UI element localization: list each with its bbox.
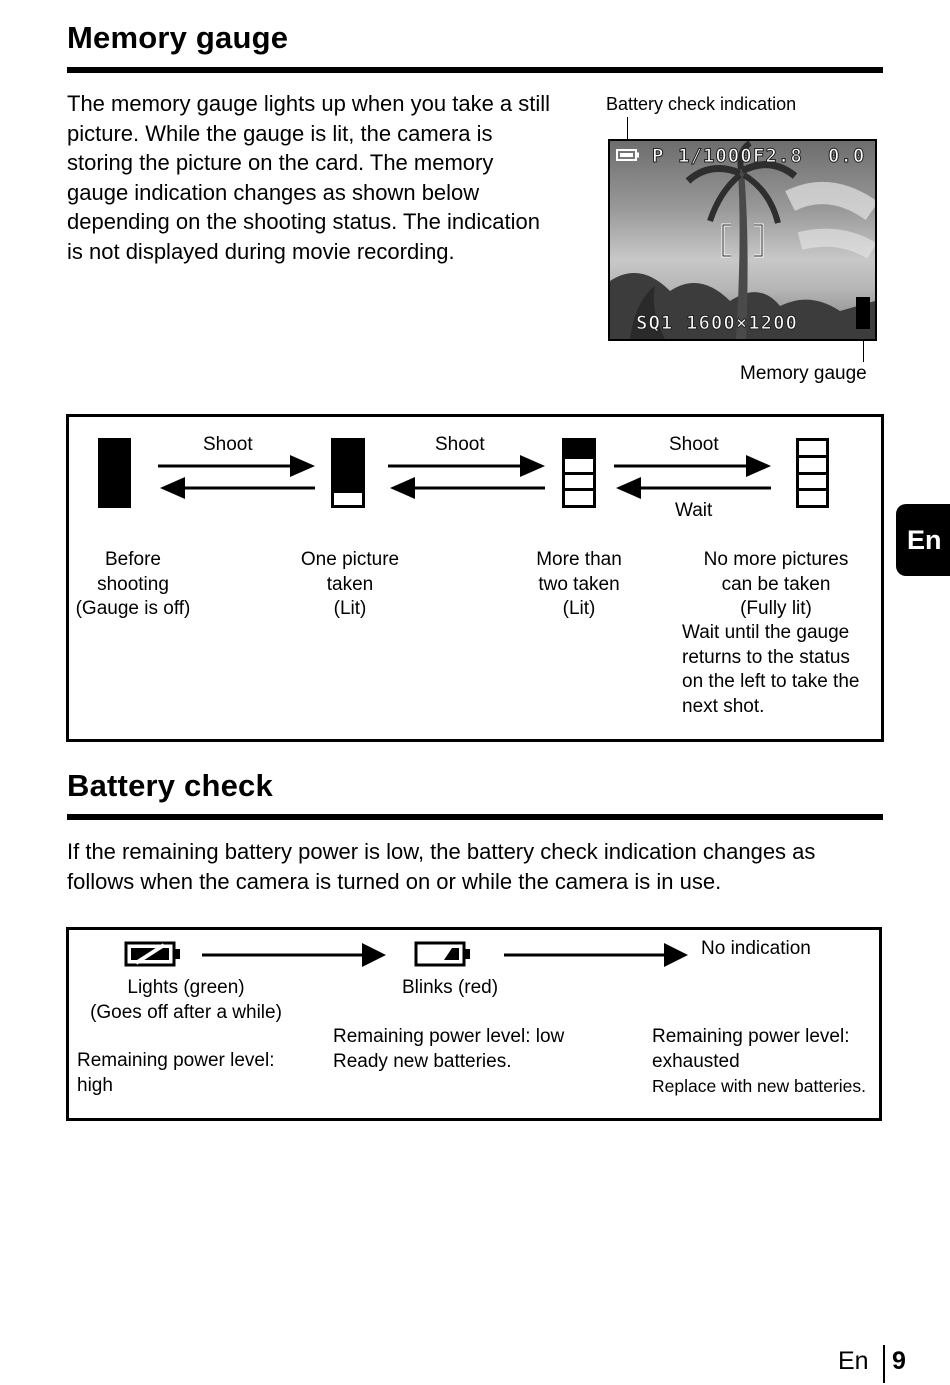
battery-state2-level: Remaining power level: low Ready new bat… <box>333 1025 564 1074</box>
paragraph-line: The memory gauge lights up when you take… <box>67 89 597 119</box>
paragraph-line: If the remaining battery power is low, t… <box>67 837 887 867</box>
battery-check-heading: Battery check <box>67 768 273 804</box>
memory-gauge-icon-one <box>331 438 365 508</box>
page-number: 9 <box>892 1347 906 1376</box>
memory-gauge-icon-full <box>796 438 829 508</box>
caption-line: (Gauge is off) <box>68 597 198 622</box>
paragraph-line: gauge indication changes as shown below <box>67 178 597 208</box>
footer-lang: En <box>838 1347 869 1376</box>
memory-gauge-callout: Memory gauge <box>740 362 867 387</box>
state-one-caption: One picture taken (Lit) <box>285 548 415 622</box>
memory-gauge-icon-two <box>562 438 596 508</box>
arrow-right-2 <box>502 941 692 969</box>
arrow-pair-2 <box>385 452 550 502</box>
note-line: next shot. <box>682 695 877 720</box>
lcd-exposure: 0.0 <box>828 145 865 167</box>
battery-state1-status: Lights (green) (Goes off after a while) <box>70 976 302 1025</box>
heading-rule <box>67 67 883 73</box>
status-line: (Goes off after a while) <box>70 1001 302 1026</box>
paragraph-line: storing the picture on the card. The mem… <box>67 148 597 178</box>
language-side-tab: En <box>896 504 950 576</box>
shoot-label-3: Shoot <box>669 433 719 458</box>
paragraph-line: follows when the camera is turned on or … <box>67 867 887 897</box>
caption-line: can be taken <box>686 573 866 598</box>
level-line: high <box>77 1074 275 1099</box>
lcd-resolution: 1600×1200 <box>686 312 798 334</box>
memory-gauge-paragraph: The memory gauge lights up when you take… <box>67 89 597 266</box>
lcd-memory-gauge-icon <box>856 297 870 329</box>
arrow-pair-1 <box>155 452 320 502</box>
no-indication-label: No indication <box>701 937 811 962</box>
lcd-shutter: 1/1000 <box>678 145 753 167</box>
level-line: Remaining power level: low <box>333 1025 564 1050</box>
level-line: exhausted <box>652 1050 866 1075</box>
level-line: Remaining power level: <box>652 1025 866 1050</box>
lcd-mode: P <box>652 145 664 167</box>
heading-rule <box>67 814 883 820</box>
shoot-label-1: Shoot <box>203 433 253 458</box>
battery-check-callout: Battery check indication <box>606 92 796 117</box>
caption-line: No more pictures <box>686 548 866 573</box>
caption-line: taken <box>285 573 415 598</box>
memory-gauge-heading: Memory gauge <box>67 20 288 56</box>
note-line: on the left to take the <box>682 670 877 695</box>
lcd-quality: SQ1 <box>636 312 673 334</box>
state-before-caption: Before shooting (Gauge is off) <box>68 548 198 622</box>
caption-line: More than <box>514 548 644 573</box>
battery-full-icon <box>616 149 640 161</box>
status-line: Lights (green) <box>70 976 302 1001</box>
state-two-caption: More than two taken (Lit) <box>514 548 644 622</box>
wait-label: Wait <box>675 499 712 524</box>
lcd-aperture: F2.8 <box>753 145 803 167</box>
caption-line: (Lit) <box>285 597 415 622</box>
memory-callout-line <box>863 340 864 362</box>
caption-line: (Lit) <box>514 597 644 622</box>
battery-state3-level: Remaining power level: exhausted Replace… <box>652 1025 866 1099</box>
battery-state1-level: Remaining power level: high <box>77 1049 275 1098</box>
caption-line: shooting <box>68 573 198 598</box>
arrow-pair-3 <box>611 452 776 502</box>
palm-tree-photo <box>610 141 875 339</box>
memory-gauge-icon-off <box>98 438 131 508</box>
battery-low-icon <box>414 941 472 967</box>
battery-check-paragraph: If the remaining battery power is low, t… <box>67 837 887 896</box>
note-line: returns to the status <box>682 646 877 671</box>
camera-lcd-screen: P 1/1000 F2.8 0.0 SQ1 1600×1200 <box>608 139 877 341</box>
paragraph-line: picture. While the gauge is lit, the cam… <box>67 119 597 149</box>
shoot-label-2: Shoot <box>435 433 485 458</box>
level-line: Ready new batteries. <box>333 1050 564 1075</box>
caption-line: two taken <box>514 573 644 598</box>
battery-full-icon <box>124 941 182 967</box>
note-line: Wait until the gauge <box>682 621 877 646</box>
caption-line: (Fully lit) <box>686 597 866 622</box>
arrow-right-1 <box>200 941 390 969</box>
caption-line: Before <box>68 548 198 573</box>
state-full-caption: No more pictures can be taken (Fully lit… <box>686 548 866 622</box>
battery-state2-status: Blinks (red) <box>402 976 498 1001</box>
paragraph-line: is not displayed during movie recording. <box>67 237 597 267</box>
footer-divider <box>883 1345 885 1383</box>
paragraph-line: depending on the shooting status. The in… <box>67 207 597 237</box>
caption-line: One picture <box>285 548 415 573</box>
wait-note: Wait until the gauge returns to the stat… <box>682 621 877 719</box>
level-line: Replace with new batteries. <box>652 1074 866 1099</box>
level-line: Remaining power level: <box>77 1049 275 1074</box>
